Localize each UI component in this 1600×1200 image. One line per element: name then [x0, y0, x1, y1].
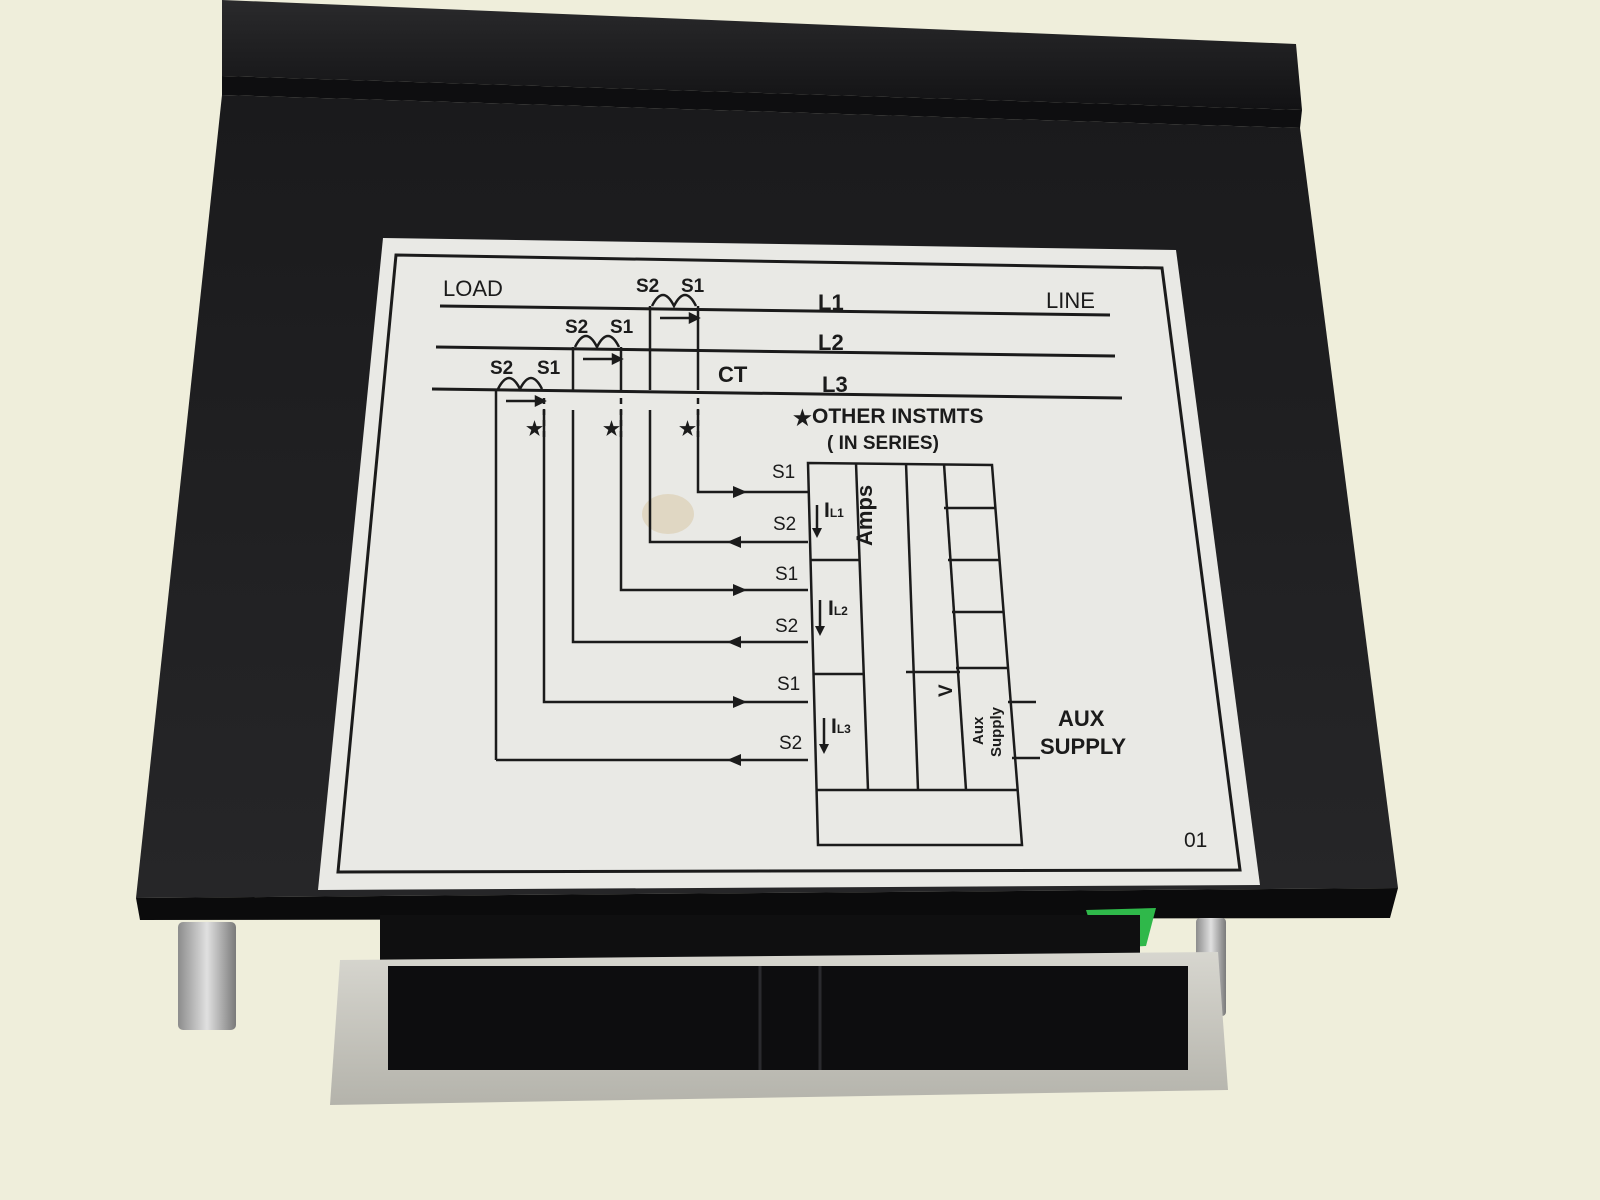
- phase-line-l2: [435, 345, 1116, 358]
- wiring-arrows: [727, 486, 747, 766]
- ct-coil-l2: [571, 334, 624, 390]
- label-border: [336, 253, 1242, 874]
- left-screw-post: [178, 922, 236, 1030]
- phase-line-l3: [431, 387, 1123, 400]
- housing-top-edge: [222, 76, 1302, 128]
- current-arrowheads: [812, 528, 829, 754]
- terminal-block: [806, 461, 1040, 847]
- front-bezel: [330, 915, 1228, 1105]
- housing-top-lid: [222, 0, 1302, 110]
- label-stain: [642, 494, 694, 534]
- label-paper: [318, 238, 1260, 890]
- bezel-display-window: [388, 966, 1188, 1070]
- housing-shadow-band: [136, 888, 1398, 920]
- wiring-label: [318, 238, 1260, 890]
- phase-line-l1: [439, 304, 1111, 317]
- ct-coil-l1: [648, 293, 701, 390]
- ct-coil-l3: [494, 376, 547, 760]
